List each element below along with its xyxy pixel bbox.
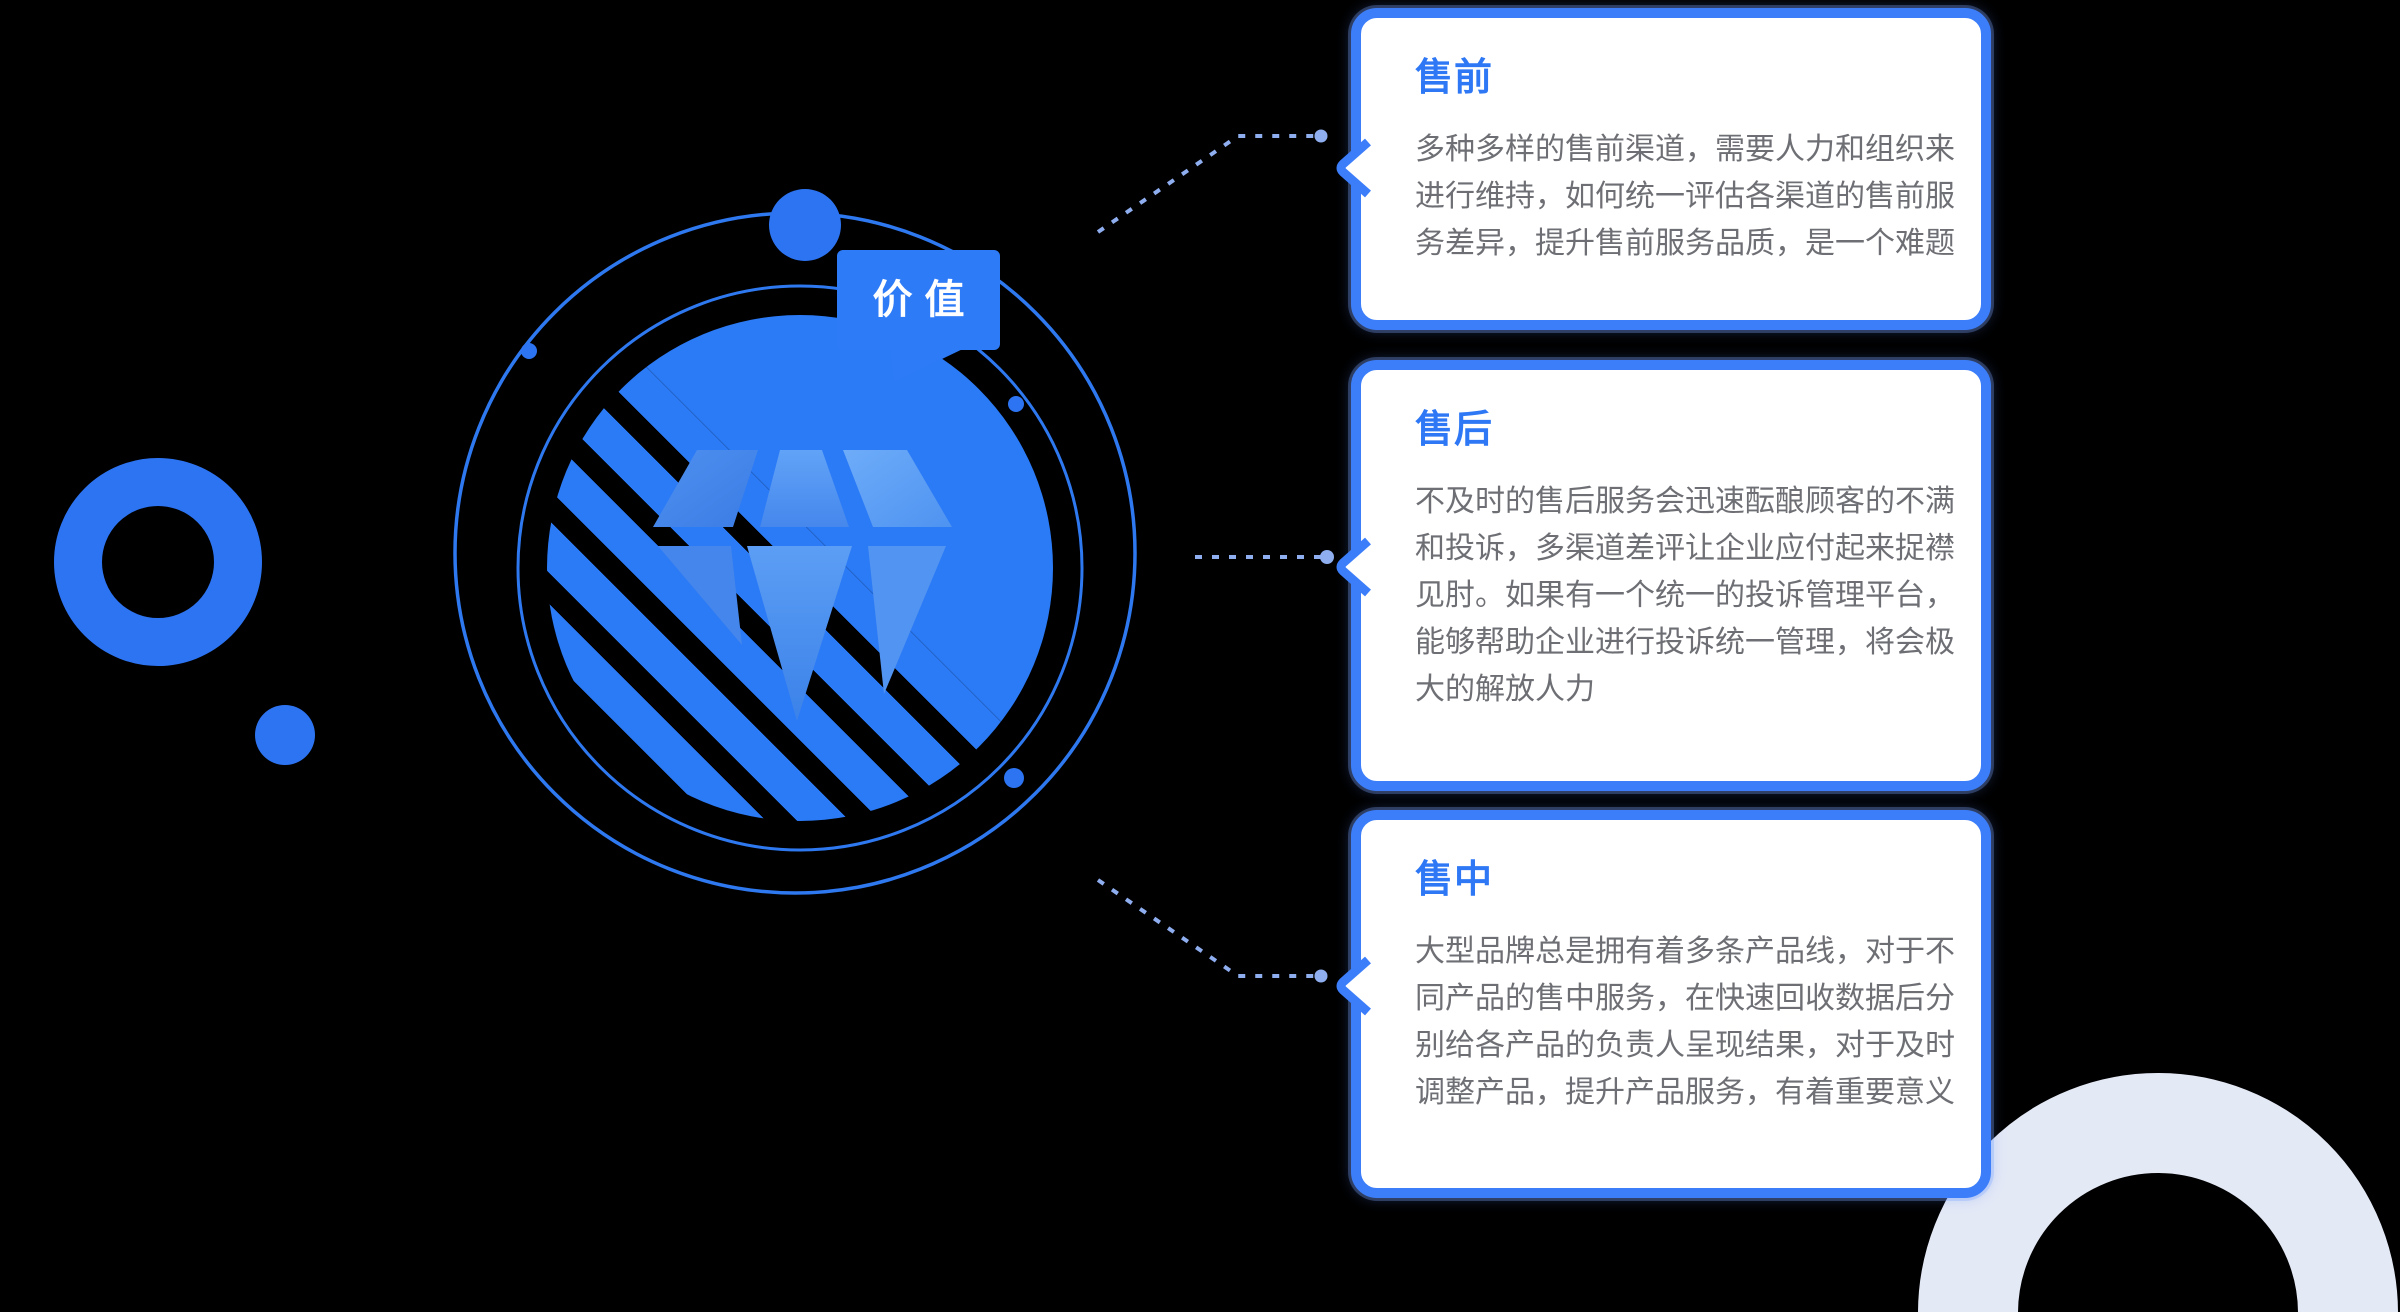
- card-body: 不及时的售后服务会迅速酝酿顾客的不满和投诉，多渠道差评让企业应付起来捉襟见肘。如…: [1415, 485, 1955, 706]
- diamond-facets: [653, 450, 952, 721]
- card-midsale-notch-icon: [1336, 956, 1371, 1016]
- connector-presale-dot: [1314, 129, 1328, 143]
- card-midsale: 售中 大型品牌总是拥有着多条产品线，对于不同产品的售中服务，在快速回收数据后分别…: [1336, 810, 1991, 1198]
- left-donut-icon: [54, 458, 262, 666]
- card-aftersale: 售后 不及时的售后服务会迅速酝酿顾客的不满和投诉，多渠道差评让企业应付起来捉襟见…: [1336, 360, 1991, 791]
- card-title: 售后: [1415, 409, 1494, 451]
- dot-bottom-right: [1004, 768, 1024, 788]
- card-aftersale-notch-icon: [1336, 537, 1371, 597]
- value-badge: 价值: [837, 250, 1000, 382]
- card-body: 大型品牌总是拥有着多条产品线，对于不同产品的售中服务，在快速回收数据后分别给各产…: [1415, 935, 1955, 1109]
- dot-ring-right: [1008, 396, 1024, 412]
- connector-midsale-dot: [1314, 969, 1328, 983]
- left-small-dot: [255, 705, 315, 765]
- satellite-circle: [769, 189, 841, 261]
- card-body: 多种多样的售前渠道，需要人力和组织来进行维持，如何统一评估各渠道的售前服务差异，…: [1415, 133, 1955, 260]
- card-presale: 售前 多种多样的售前渠道，需要人力和组织来进行维持，如何统一评估各渠道的售前服务…: [1336, 8, 1991, 330]
- connector-midsale: [1096, 878, 1316, 978]
- card-title: 售中: [1415, 859, 1494, 901]
- bottom-right-donut-icon: [1918, 1073, 2398, 1312]
- orbit-ring-inner: [516, 284, 1084, 852]
- card-title: 售前: [1415, 57, 1494, 99]
- connector-presale: [1096, 134, 1316, 234]
- card-presale-notch-icon: [1336, 138, 1371, 198]
- connector-aftersale-dot: [1320, 550, 1334, 564]
- value-badge-label: 价值: [872, 278, 977, 322]
- dot-top-left: [521, 343, 537, 359]
